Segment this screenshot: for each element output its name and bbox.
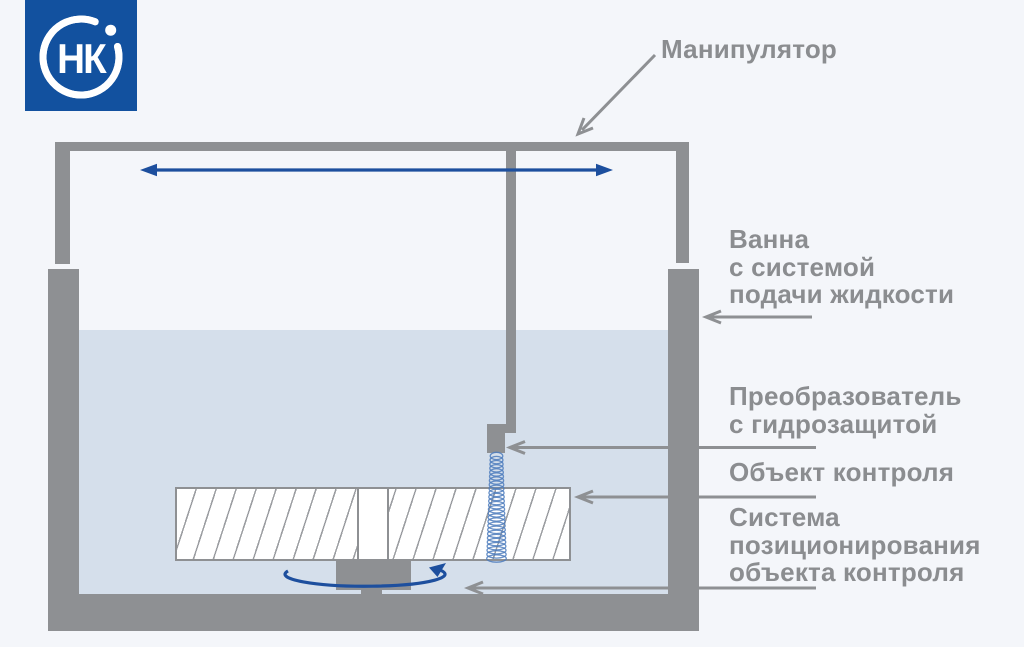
test-object (175, 487, 571, 561)
bath-label: Ванна с системой подачи жидкости (729, 224, 955, 309)
manipulator-pointer-arrow-icon (575, 53, 657, 137)
manipulator-right-post (676, 142, 689, 263)
transducer-body (487, 424, 505, 453)
test-object-gap (357, 489, 389, 559)
company-logo: НК (25, 0, 137, 111)
manipulator-left-post (55, 142, 70, 264)
transducer-mount (505, 424, 516, 433)
logo-text: НК (57, 34, 107, 82)
bath-pointer-arrow-icon (701, 309, 812, 325)
manipulator-arm-rod (506, 146, 516, 433)
positioner-stem (361, 590, 382, 596)
travel-range-arrow-icon (140, 163, 613, 177)
manipulator-label: Манипулятор (661, 34, 837, 64)
tank-right-wall (668, 269, 699, 631)
positioner-label: Система позиционирования объекта контрол… (729, 502, 981, 587)
manipulator-rail (55, 142, 689, 151)
test-object-label: Объект контроля (729, 457, 955, 487)
transducer-label: Преобразователь с гидрозащитой (729, 381, 962, 439)
logo-ring-icon (39, 15, 123, 99)
tank-left-wall (48, 269, 79, 631)
logo-dot-icon (105, 24, 117, 36)
positioner-base (336, 561, 411, 590)
tank-bottom (48, 594, 699, 631)
